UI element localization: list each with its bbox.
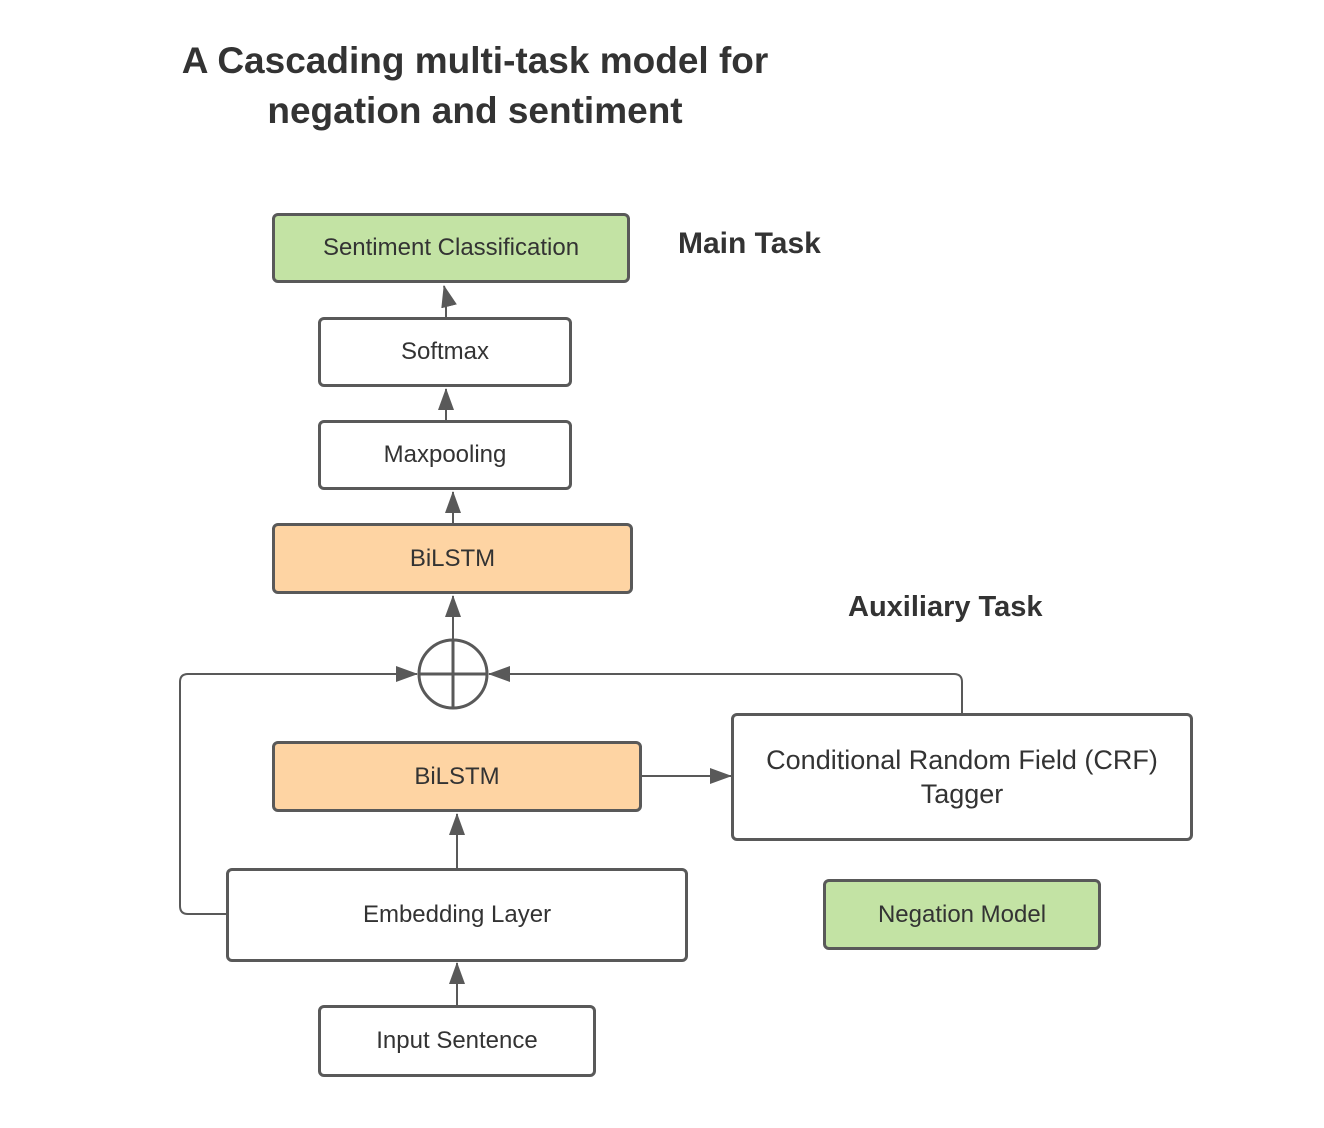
main-task-label: Main Task (678, 227, 821, 260)
title-line-2: negation and sentiment (267, 90, 683, 131)
bilstm-aux-box: BiLSTM (272, 741, 642, 812)
softmax-box: Softmax (318, 317, 572, 387)
sentiment-classification-box: Sentiment Classification (272, 213, 630, 283)
embedding-layer-label: Embedding Layer (362, 901, 552, 928)
sentiment-classification-label: Sentiment Classification (322, 234, 580, 261)
input-sentence-label: Input Sentence (376, 1027, 538, 1054)
title-line-1: A Cascading multi-task model for (181, 40, 769, 81)
softmax-label: Softmax (400, 338, 490, 365)
crf-tagger-label-line-1: Conditional Random Field (CRF) (766, 745, 1158, 775)
embedding-layer-box: Embedding Layer (226, 868, 688, 962)
maxpooling-box: Maxpooling (318, 420, 572, 490)
maxpooling-label: Maxpooling (383, 441, 507, 468)
bilstm-main-box: BiLSTM (272, 523, 633, 594)
input-sentence-box: Input Sentence (318, 1005, 596, 1077)
bilstm-main-label: BiLSTM (409, 544, 496, 572)
crf-tagger-box: Conditional Random Field (CRF) Tagger (731, 713, 1193, 841)
negation-model-box: Negation Model (823, 879, 1101, 950)
arrow-softmax-to-sentiment (441, 285, 457, 318)
diagram-title: A Cascading multi-task model for negatio… (150, 36, 800, 136)
bilstm-aux-label: BiLSTM (414, 762, 500, 790)
auxiliary-task-label: Auxiliary Task (848, 591, 1043, 623)
arrow-embedding-skip-to-concat (179, 666, 418, 915)
concatenation-plus-icon (417, 638, 489, 710)
arrow-crf-to-concat (488, 666, 963, 714)
negation-model-label: Negation Model (877, 900, 1047, 928)
crf-tagger-label-line-2: Tagger (920, 779, 1004, 809)
